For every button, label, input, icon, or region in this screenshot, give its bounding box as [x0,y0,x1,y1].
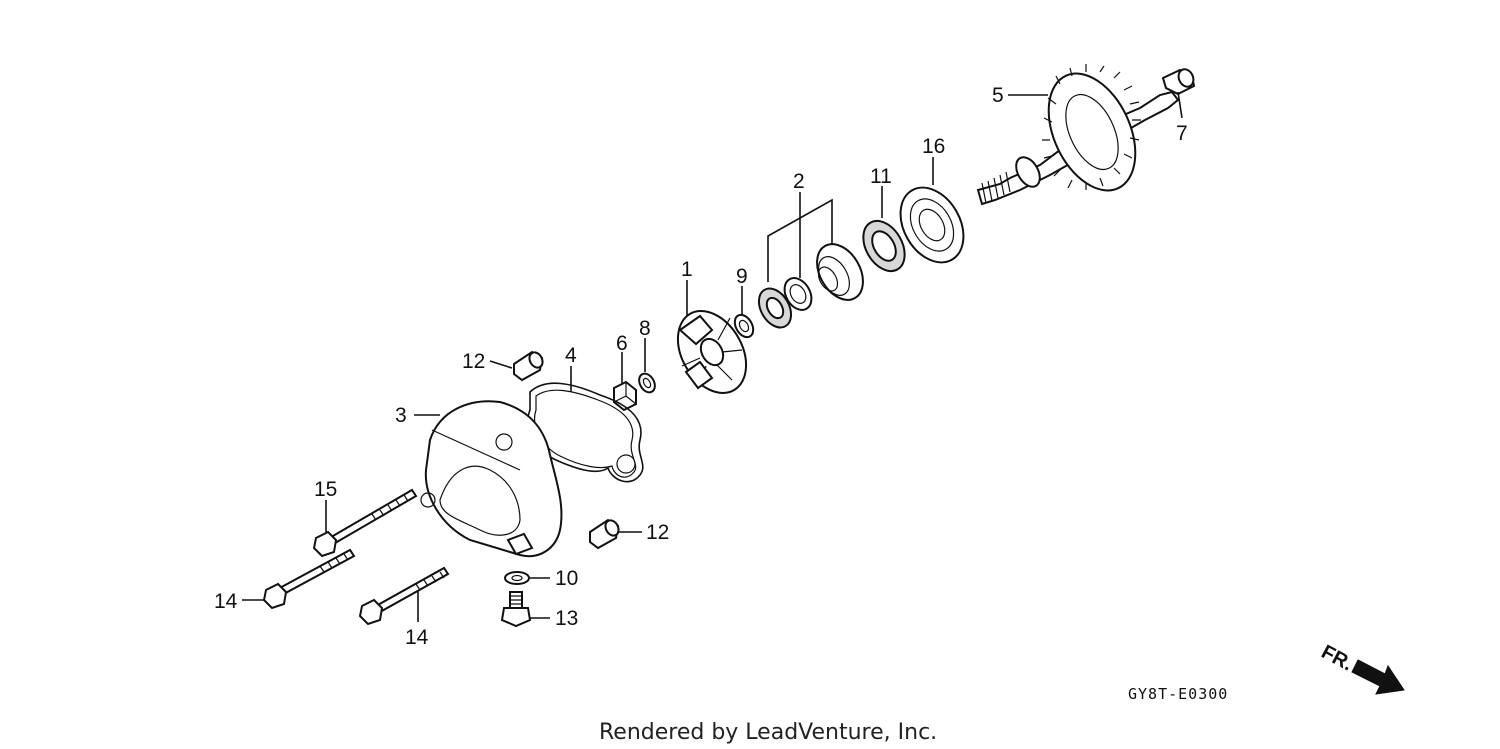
front-direction-indicator: FR. [1318,641,1405,695]
part-9-washer [733,313,755,339]
part-3-pump-cover [420,400,563,558]
front-arrow-icon [1351,659,1405,695]
callout-7: 7 [1176,122,1188,145]
part-11-seal [862,219,906,273]
part-16-bearing [899,186,965,264]
callout-12-upper: 12 [462,350,485,373]
callout-11: 11 [870,165,892,188]
callout-4: 4 [565,344,577,367]
part-13-drain-bolt [500,591,532,628]
footer-credit: Rendered by LeadVenture, Inc. [599,720,937,745]
part-14-bolt-left [262,548,356,610]
part-2-mechanical-seal [757,243,864,329]
callout-12-lower: 12 [646,521,669,544]
callout-9: 9 [736,265,748,288]
part-12-dowel-lower [589,518,620,550]
callout-13: 13 [555,607,578,630]
callout-5: 5 [992,84,1004,107]
diagram-code: GY8T-E0300 [1128,685,1228,703]
leader-lines [242,91,1183,622]
part-4-gasket [527,382,644,483]
callout-15: 15 [314,478,337,501]
part-1-impeller [676,310,748,394]
callout-labels: 1 2 3 4 5 6 7 8 9 10 11 12 12 13 14 14 1… [214,84,1188,649]
callout-1: 1 [681,258,693,281]
part-10-washer [504,571,530,585]
part-8-washer [638,372,656,394]
part-7-bushing [1161,68,1196,96]
callout-2: 2 [793,170,805,193]
callout-8: 8 [639,317,651,340]
callout-6: 6 [616,332,628,355]
callout-3: 3 [395,404,407,427]
callout-10: 10 [555,567,578,590]
part-5-shaft-gear [976,64,1180,206]
part-14-bolt-right [358,566,450,626]
callout-14-right: 14 [405,626,429,649]
part-15-bolt [312,488,418,558]
part-12-dowel-upper [513,350,544,382]
front-label: FR. [1318,641,1357,676]
callout-14-left: 14 [214,590,238,613]
gear-teeth [1042,64,1141,192]
callout-16: 16 [922,135,945,158]
